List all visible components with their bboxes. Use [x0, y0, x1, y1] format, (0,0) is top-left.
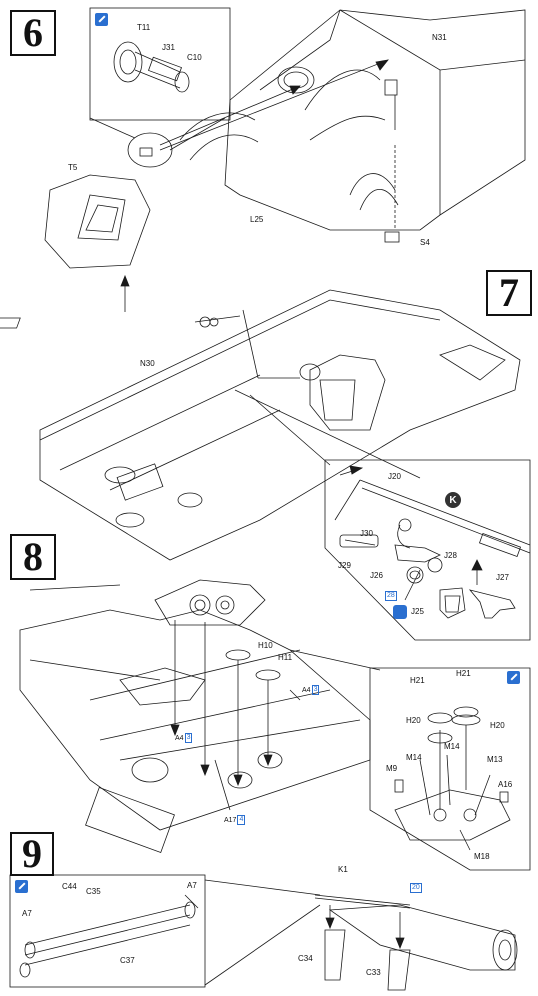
part-label-j28: J28: [444, 551, 457, 560]
step6-callout-line: [89, 117, 136, 139]
part-label-c37: C37: [120, 956, 135, 965]
part-label-l25: L25: [250, 215, 264, 224]
step6-hull: [224, 9, 526, 231]
part-label-j26: J26: [370, 571, 383, 580]
part-label-j29: J29: [338, 561, 351, 570]
part-label-j27: J27: [496, 573, 509, 582]
barrel-c35: [24, 904, 191, 946]
part-label-c35: C35: [86, 887, 101, 896]
step8-detail-box: [369, 667, 531, 871]
step6-detail-box: [89, 7, 231, 121]
part-label-a16: A16: [498, 780, 513, 789]
ref-a17-label: A17: [224, 816, 237, 824]
part-label-j25: J25: [411, 607, 424, 616]
part-label-h10: H10: [258, 641, 273, 650]
part-label-h20a: H20: [406, 716, 421, 725]
part-label-a7-right: A7: [187, 881, 197, 890]
part-label-m9: M9: [386, 764, 398, 773]
ref-j28: 28: [385, 591, 397, 601]
part-label-c34: C34: [298, 954, 313, 963]
part-label-j30: J30: [360, 529, 373, 538]
ref-k1: 20: [410, 883, 422, 893]
part-label-h21a: H21: [410, 676, 425, 685]
step8-top-plate: [154, 579, 266, 626]
paint-color-icon: [393, 605, 407, 619]
ref-j28-box: 28: [385, 591, 397, 601]
ref-a4-left-box: 3: [184, 733, 193, 743]
step-number-6: 6: [10, 10, 56, 56]
part-label-n30: N30: [140, 359, 155, 368]
step8-hull: [19, 609, 371, 831]
part-label-c33: C33: [366, 968, 381, 977]
step9-detail-box: [9, 874, 206, 988]
part-label-t11: T11: [137, 23, 151, 32]
step7-hull: [39, 289, 521, 561]
step7-detail-box: [324, 459, 531, 641]
ref-a4-left-label: A4: [175, 734, 184, 742]
part-label-c10: C10: [187, 53, 202, 62]
ref-a4-right-label: A4: [302, 686, 311, 694]
part-label-a7-left: A7: [22, 909, 32, 918]
step8-callout-line: [289, 649, 381, 671]
step-number-8: 8: [10, 534, 56, 580]
step-number-9: 9: [10, 832, 54, 876]
step7-callout-line: [234, 389, 421, 479]
ref-a17-box: 4: [237, 815, 246, 825]
part-label-m13: M13: [487, 755, 503, 764]
t5-armor-block: [44, 174, 151, 269]
part-label-h20b: H20: [490, 721, 505, 730]
gun-barrel-assembly: [328, 904, 516, 971]
step9-callout-line: [204, 879, 321, 896]
glue-tool-icon: [15, 880, 28, 893]
part-label-h11: H11: [278, 653, 293, 662]
part-label-m14b: M14: [444, 742, 460, 751]
glue-tool-icon: [95, 13, 108, 26]
part-label-n31: N31: [432, 33, 447, 42]
part-label-k1: K1: [338, 865, 348, 874]
ref-k1-box: 20: [410, 883, 422, 893]
part-label-j20: J20: [388, 472, 401, 481]
part-label-h21b: H21: [456, 669, 471, 678]
paint-k-marker-icon: K: [445, 492, 461, 508]
mantlet-ball: [127, 132, 173, 168]
part-label-s4: S4: [420, 238, 430, 247]
step6-arrow-mantlet: [159, 85, 301, 146]
part-label-m18: M18: [474, 852, 490, 861]
part-label-t5: T5: [68, 163, 78, 172]
part-label-c44: C44: [62, 882, 77, 891]
part-label-j31: J31: [162, 43, 175, 52]
glue-tool-icon: [507, 671, 520, 684]
step-number-7: 7: [486, 270, 532, 316]
ref-a4-right-box: 3: [311, 685, 320, 695]
part-label-m14a: M14: [406, 753, 422, 762]
